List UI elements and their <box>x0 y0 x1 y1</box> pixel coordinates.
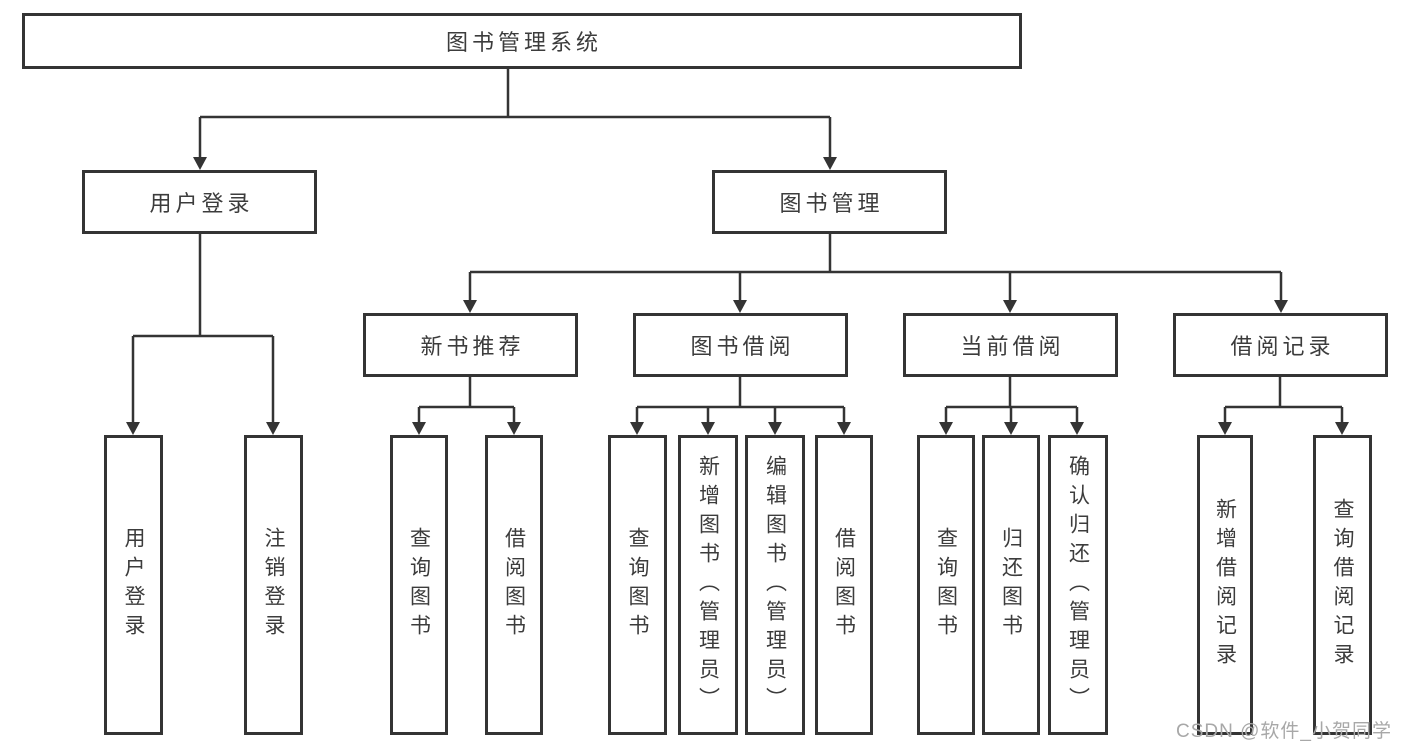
node-label: 新增图书（管理员） <box>696 454 720 716</box>
leaf-borrow-books: 借阅图书 <box>815 435 873 735</box>
node-label: 图书管理系统 <box>445 30 602 55</box>
connector-current-borrow-to-leaves <box>944 377 1079 424</box>
node-label: 图书管理 <box>779 191 884 216</box>
arrowhead-icon <box>823 157 837 170</box>
arrowhead-icon <box>412 422 426 435</box>
node-current-borrowing: 当前借阅 <box>903 313 1118 377</box>
node-label: 借阅记录 <box>1230 334 1335 359</box>
connector-borrow-records-to-leaves <box>1223 377 1344 424</box>
leaf-borrow-books-recommend: 借阅图书 <box>485 435 543 735</box>
connector-book-mgmt-to-level3 <box>468 234 1283 302</box>
leaf-edit-book-admin: 编辑图书（管理员） <box>745 435 805 735</box>
watermark: CSDN @软件_小贺同学 <box>1176 721 1392 742</box>
connector-user-login-to-leaves <box>131 234 275 424</box>
leaf-logout: 注销登录 <box>244 435 303 735</box>
node-label: 当前借阅 <box>960 334 1065 359</box>
arrowhead-icon <box>701 422 715 435</box>
leaf-query-books-borrow: 查询图书 <box>608 435 667 735</box>
arrowhead-icon <box>837 422 851 435</box>
node-label: 借阅图书 <box>832 527 856 643</box>
node-borrowing-records: 借阅记录 <box>1173 313 1388 377</box>
leaf-query-books-current: 查询图书 <box>917 435 975 735</box>
leaf-confirm-return-admin: 确认归还（管理员） <box>1048 435 1108 735</box>
node-library-management-system: 图书管理系统 <box>22 13 1022 69</box>
connector-book-borrow-to-leaves <box>635 377 846 424</box>
node-label: 查询图书 <box>407 527 431 643</box>
connector-new-book-rec-to-leaves <box>417 377 516 424</box>
connector-root-to-level2 <box>198 69 832 159</box>
leaf-add-borrow-record: 新增借阅记录 <box>1197 435 1253 735</box>
arrowhead-icon <box>1070 422 1084 435</box>
arrowhead-icon <box>1335 422 1349 435</box>
arrowhead-icon <box>126 422 140 435</box>
leaf-add-book-admin: 新增图书（管理员） <box>678 435 738 735</box>
node-label: 图书借阅 <box>690 334 795 359</box>
arrowhead-icon <box>193 157 207 170</box>
node-user-login: 用户登录 <box>82 170 317 234</box>
leaf-query-borrow-record: 查询借阅记录 <box>1313 435 1372 735</box>
arrowheads <box>126 157 1349 435</box>
arrowhead-icon <box>939 422 953 435</box>
arrowhead-icon <box>1003 300 1017 313</box>
node-label: 用户登录 <box>149 191 254 216</box>
leaf-query-books-recommend: 查询图书 <box>390 435 448 735</box>
node-label: 用户登录 <box>122 527 145 643</box>
node-label: 查询图书 <box>934 527 958 643</box>
arrowhead-icon <box>1004 422 1018 435</box>
arrowhead-icon <box>768 422 782 435</box>
node-book-management: 图书管理 <box>712 170 947 234</box>
arrowhead-icon <box>463 300 477 313</box>
leaf-user-login: 用户登录 <box>104 435 163 735</box>
node-label: 归还图书 <box>999 527 1023 643</box>
node-label: 借阅图书 <box>502 527 526 643</box>
node-new-book-recommendation: 新书推荐 <box>363 313 578 377</box>
arrowhead-icon <box>1274 300 1288 313</box>
node-label: 新书推荐 <box>420 334 525 359</box>
leaf-return-book: 归还图书 <box>982 435 1040 735</box>
node-book-borrowing: 图书借阅 <box>633 313 848 377</box>
arrowhead-icon <box>266 422 280 435</box>
node-label: 查询图书 <box>626 527 649 643</box>
node-label: 新增借阅记录 <box>1213 498 1237 672</box>
arrowhead-icon <box>1218 422 1232 435</box>
arrowhead-icon <box>507 422 521 435</box>
node-label: 确认归还（管理员） <box>1066 454 1090 716</box>
arrowhead-icon <box>733 300 747 313</box>
node-label: 注销登录 <box>262 527 285 643</box>
arrowhead-icon <box>630 422 644 435</box>
node-label: 查询借阅记录 <box>1331 498 1354 672</box>
node-label: 编辑图书（管理员） <box>763 454 787 716</box>
